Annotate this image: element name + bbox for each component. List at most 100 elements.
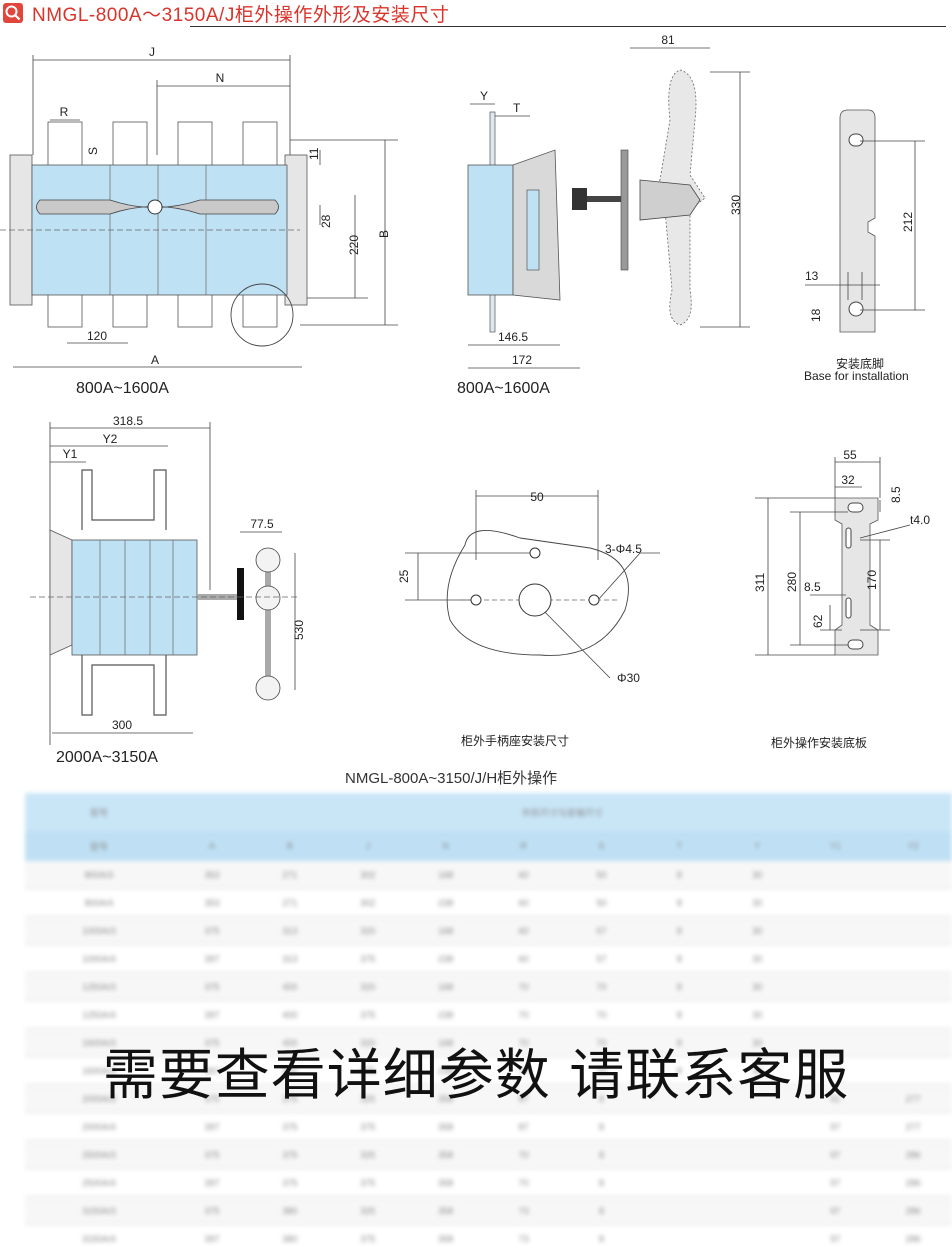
table-cell	[718, 1225, 796, 1246]
table-col-header: R	[520, 841, 527, 851]
table-cell: 353	[204, 869, 220, 880]
table-cell: 8	[676, 925, 682, 936]
dim-55: 55	[843, 448, 857, 462]
table-cell: 70	[596, 1009, 607, 1020]
table-cell: 73	[518, 1205, 529, 1216]
table-cell: 168	[438, 925, 454, 936]
table-cell: 313	[282, 953, 298, 964]
table-cell: 70	[596, 1037, 607, 1048]
table-cell	[718, 1169, 796, 1196]
table-cell: 325	[360, 1205, 376, 1216]
table-cell: 375	[282, 1093, 298, 1104]
table-cell	[640, 1197, 718, 1224]
fig3-title-en: Base for installation	[804, 369, 909, 383]
table-cell	[874, 973, 952, 1000]
fig1-caption: 800A~1600A	[76, 380, 169, 397]
dim-300: 300	[112, 718, 132, 732]
dim-170: 170	[865, 570, 879, 590]
table-cell: 375	[360, 1177, 376, 1188]
table-cell: 8	[598, 1121, 604, 1132]
table-col-header: 型号	[90, 841, 109, 852]
dim-77-5: 77.5	[250, 517, 274, 531]
table-cell: 70	[596, 1065, 607, 1076]
table-cell: 2000A/3	[82, 1093, 116, 1104]
header-divider	[190, 26, 946, 27]
table-cell: 8	[676, 869, 682, 880]
table-cell	[874, 945, 952, 972]
dim-T: T	[513, 101, 521, 115]
table-cell: 2500A/4	[82, 1177, 116, 1188]
table-cell: 400	[282, 1037, 298, 1048]
table-cell: 1000A/3	[82, 925, 116, 936]
search-icon	[3, 3, 23, 23]
table-cell: 353	[204, 897, 220, 908]
table-cell: 375	[282, 1177, 298, 1188]
table-cell: 325	[360, 1093, 376, 1104]
dim-81: 81	[661, 33, 675, 47]
table-cell: 358	[438, 1093, 454, 1104]
table-cell: 73	[518, 1233, 529, 1244]
table-cell	[640, 1113, 718, 1140]
table-cell: 380	[282, 1233, 298, 1244]
dim-18: 18	[809, 308, 823, 322]
table-cell: 286	[905, 1233, 921, 1244]
table-cell	[796, 945, 874, 972]
table-cell: 70	[596, 981, 607, 992]
table-cell: 397	[204, 1009, 220, 1020]
table-col-header: Y	[754, 841, 761, 851]
table-cell: 238	[438, 953, 454, 964]
table-cell: 30	[752, 869, 763, 880]
table-cell: 380	[282, 1205, 298, 1216]
dim-280: 280	[785, 572, 799, 592]
dim-146-5: 146.5	[498, 330, 528, 344]
mounting-plate-drawing: 55 32 8.5 t4.0 311 280 170 8.5 62	[753, 448, 930, 656]
table-cell: 286	[905, 1177, 921, 1188]
table-col-header: N	[442, 841, 449, 851]
table-cell: 50	[596, 897, 607, 908]
table-cell: 8	[676, 981, 682, 992]
table-cell: 30	[752, 897, 763, 908]
table-cell: 358	[438, 1205, 454, 1216]
center-hole-spec: Φ30	[617, 671, 640, 685]
page-header: NMGL-800A～3150A/J柜外操作外形及安装尺寸	[0, 0, 952, 30]
table-cell: 358	[438, 1121, 454, 1132]
table-cell: 238	[438, 897, 454, 908]
dim-32: 32	[841, 473, 855, 487]
table-cell: 60	[518, 897, 529, 908]
table-cell: 97	[830, 1205, 841, 1216]
dim-120: 120	[87, 329, 107, 343]
table-cell: 397	[204, 1065, 220, 1076]
table-cell: 277	[905, 1121, 921, 1132]
table-cell: 8	[598, 1233, 604, 1244]
table-cell: 30	[752, 1065, 763, 1076]
table-cell: 375	[204, 1093, 220, 1104]
table-col-header: T	[676, 841, 683, 851]
table-cell: 8	[676, 1065, 682, 1076]
table-cell: 375	[204, 1205, 220, 1216]
table-cell: 168	[438, 981, 454, 992]
table-cell: 8	[676, 1009, 682, 1020]
table-cell: 397	[204, 953, 220, 964]
table-cell	[640, 1169, 718, 1196]
large-frame-drawing: 318.5 Y2 Y1 77.5 530 300	[30, 414, 306, 745]
table-cell: 70	[518, 1009, 529, 1020]
base-bracket-drawing: 212 13 18	[805, 109, 925, 333]
dim-N: N	[216, 71, 225, 85]
table-col-header: A	[208, 841, 215, 851]
table-cell: 97	[830, 1121, 841, 1132]
table-cell: 375	[204, 981, 220, 992]
table-cell: 70	[518, 1177, 529, 1188]
table-cell: 375	[360, 953, 376, 964]
table-cell: 1250A/4	[82, 1009, 116, 1020]
table-cell: 50	[596, 869, 607, 880]
table-cell: 3150A/3	[82, 1205, 116, 1216]
table-cell: 271	[282, 897, 298, 908]
table-cell: 30	[752, 1009, 763, 1020]
table-cell: 1250A/3	[82, 981, 116, 992]
table-cell	[874, 861, 952, 888]
table-cell: 375	[360, 1233, 376, 1244]
dim-220: 220	[347, 235, 361, 255]
